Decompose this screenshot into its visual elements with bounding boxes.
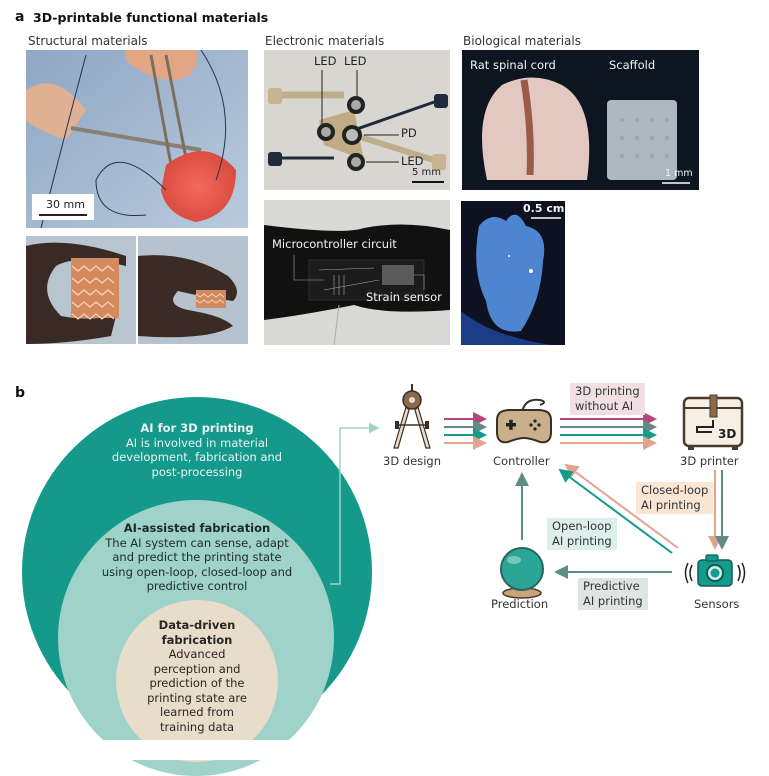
- printer-icon: [682, 394, 744, 450]
- tag-closed-loop-ai-printing: Closed-loop AI printing: [636, 482, 714, 514]
- biological-materials-label: Biological materials: [463, 34, 581, 48]
- scale-bar-label: 5 mm: [412, 167, 442, 178]
- heart-scale-bar-label: 0.5 cm: [523, 202, 565, 215]
- scale-bar-label: 30 mm: [46, 198, 85, 211]
- arrows-design-to-controller: [444, 412, 487, 450]
- photo-wearable-sensor: Microcontroller circuit Strain sensor: [264, 200, 450, 345]
- electronic-materials-label: Electronic materials: [265, 34, 385, 48]
- tag-line: 3D printing: [575, 384, 640, 398]
- led-label-1: LED: [314, 54, 337, 68]
- tag-line: AI printing: [583, 594, 643, 608]
- circle-data-driven-fabrication: [116, 600, 278, 762]
- inner-circle-text: Data-driven fabrication Advanced percept…: [137, 618, 257, 734]
- photo-lattice-hand-expanded: [26, 236, 136, 344]
- workflow-diagram: [330, 384, 746, 599]
- photo-sutured-heart: 30 mm: [26, 50, 248, 228]
- panel-a-title: 3D-printable functional materials: [33, 10, 269, 25]
- photo-lattice-hand-compressed: [138, 236, 248, 344]
- gamepad-icon: [496, 398, 552, 444]
- pd-label: PD: [401, 126, 417, 140]
- led-label-3: LED: [401, 154, 424, 168]
- led-label-2: LED: [344, 54, 367, 68]
- photo-spinal-cord-scaffold: Rat spinal cord Scaffold 1 mm: [462, 50, 699, 190]
- inner-circle-body: Advanced perception and prediction of th…: [147, 647, 247, 734]
- rat-spinal-cord-label: Rat spinal cord: [470, 58, 556, 72]
- node-controller: Controller: [493, 454, 550, 468]
- middle-circle-text: AI-assisted fabrication The AI system ca…: [100, 521, 294, 594]
- tag-line: Open-loop: [552, 519, 612, 533]
- scale-bar: [39, 214, 87, 216]
- tag-line: AI printing: [641, 498, 701, 512]
- photo-led-circuit: LED LED PD LED 5 mm: [264, 50, 450, 190]
- camera-icon: [684, 554, 746, 587]
- outer-circle-title: AI for 3D printing: [140, 421, 254, 435]
- tag-line: without AI: [575, 399, 634, 413]
- tag-line: Closed-loop: [641, 483, 709, 497]
- scaffold-label: Scaffold: [609, 58, 656, 72]
- node-3d-printer: 3D printer: [680, 454, 739, 468]
- printer-3d-mark: 3D: [718, 427, 737, 441]
- scale-bar-label: 1 mm: [665, 168, 693, 179]
- panel-a-letter: a: [15, 9, 25, 25]
- middle-circle-body: The AI system can sense, adapt and predi…: [101, 535, 293, 594]
- tag-line: AI printing: [552, 534, 612, 548]
- node-3d-design: 3D design: [383, 454, 441, 468]
- arrows-controller-to-printer: [560, 412, 657, 450]
- photo-bioprinted-heart: 0.5 cm: [461, 201, 565, 345]
- panel-b-letter: b: [15, 385, 26, 401]
- outer-circle-text: AI for 3D printing AI is involved in mat…: [97, 421, 297, 479]
- tag-predictive-ai-printing: Predictive AI printing: [578, 578, 648, 610]
- node-sensors: Sensors: [694, 597, 740, 611]
- middle-circle-title: AI-assisted fabrication: [123, 521, 271, 535]
- tag-open-loop-ai-printing: Open-loop AI printing: [547, 518, 617, 550]
- crystal-ball-icon: [500, 547, 544, 599]
- structural-materials-label: Structural materials: [28, 34, 148, 48]
- microcontroller-label: Microcontroller circuit: [272, 237, 397, 251]
- connector-line: [330, 422, 380, 585]
- compass-icon: [393, 384, 431, 449]
- strain-sensor-label: Strain sensor: [366, 290, 442, 304]
- tag-3d-printing-without-ai: 3D printing without AI: [570, 383, 645, 415]
- node-prediction: Prediction: [491, 597, 549, 611]
- inner-circle-title: Data-driven fabrication: [158, 618, 236, 647]
- arrow-sensors-to-controller-closed: [564, 463, 679, 549]
- outer-circle-body: AI is involved in material development, …: [111, 435, 283, 479]
- arrow-sensors-to-controller-open: [558, 468, 673, 554]
- tag-line: Predictive: [583, 579, 640, 593]
